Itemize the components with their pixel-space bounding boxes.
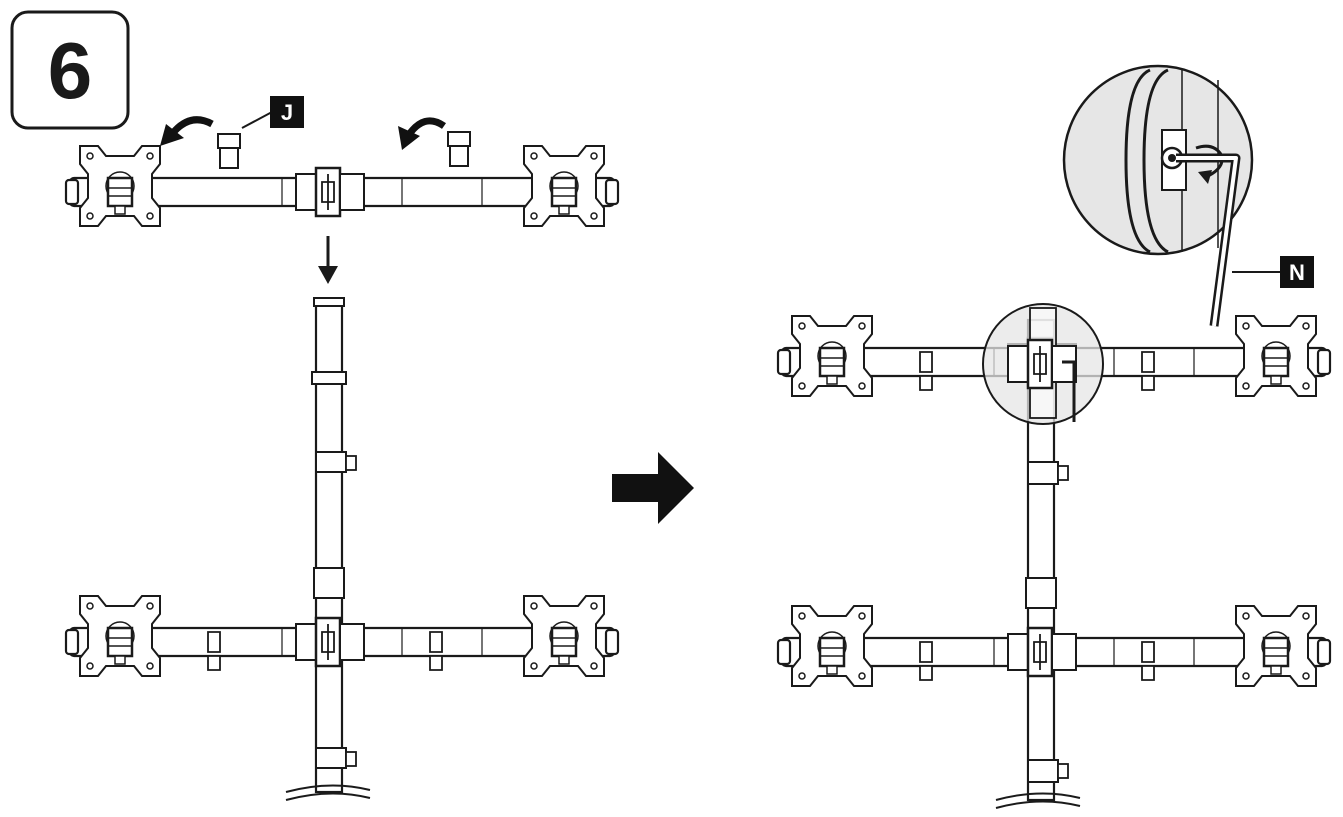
part-label-n: N (1232, 256, 1314, 288)
curved-arrow-right-icon (398, 117, 447, 150)
step-number: 6 (48, 26, 93, 115)
part-label-n-text: N (1289, 260, 1305, 285)
crossbar-top-left (66, 146, 618, 226)
right-arrow-icon (612, 452, 694, 524)
step-badge: 6 (10, 10, 130, 130)
hex-key-icon (1176, 153, 1241, 327)
part-label-j-text: J (281, 100, 293, 125)
zoom-detail-circle (1062, 64, 1254, 256)
curved-arrow-left-icon (160, 116, 214, 146)
hub-highlight-circle (982, 303, 1104, 425)
nut-left-icon (217, 133, 241, 169)
down-arrow-icon (318, 236, 338, 284)
nut-right-icon (447, 131, 471, 167)
part-label-j: J (241, 96, 304, 129)
pole-left (285, 297, 371, 801)
